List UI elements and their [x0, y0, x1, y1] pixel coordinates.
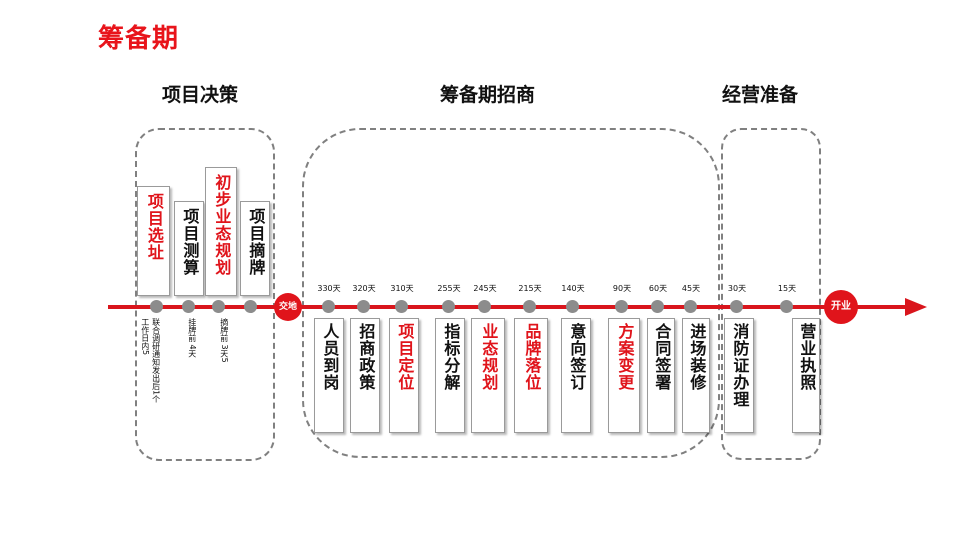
days-label: 320天 [352, 284, 376, 293]
timeline-dot [780, 300, 793, 313]
timeline-dot [442, 300, 455, 313]
decision-card: 项目摘牌 [240, 201, 270, 296]
days-label: 90天 [612, 284, 632, 293]
days-label: 245天 [473, 284, 497, 293]
phase-title-recruit: 筹备期招商 [440, 84, 536, 106]
timeline-dot [322, 300, 335, 313]
step-card-label: 意向签订 [567, 323, 587, 391]
days-label: 45天 [681, 284, 701, 293]
step-card-label: 品牌落位 [522, 323, 542, 391]
step-card: 业态规划 [471, 318, 505, 433]
step-card-label: 消防证办理 [730, 323, 750, 408]
step-card-label: 业态规划 [479, 323, 499, 391]
decision-card-label: 项目摘牌 [246, 208, 266, 276]
decision-group-outline [135, 128, 275, 461]
phase-title-decision: 项目决策 [162, 84, 239, 106]
decision-note: 摘牌前 3天5 [219, 318, 229, 363]
step-card-label: 人员到岗 [320, 323, 340, 391]
step-card: 招商政策 [350, 318, 380, 433]
days-label: 215天 [518, 284, 542, 293]
timeline-dot [182, 300, 195, 313]
timeline-dot [244, 300, 257, 313]
recruit-group-outline [302, 128, 720, 458]
decision-card: 项目选址 [137, 186, 170, 296]
timeline-dot [730, 300, 743, 313]
days-label: 255天 [437, 284, 461, 293]
step-card-label: 合同签署 [652, 323, 672, 391]
decision-note: 挂牌前 4天 [187, 318, 197, 358]
days-label: 15天 [777, 284, 797, 293]
step-card-label: 进场装修 [687, 323, 707, 391]
timeline-dot [651, 300, 664, 313]
decision-card: 项目测算 [174, 201, 204, 296]
days-label: 30天 [727, 284, 747, 293]
timeline-dot [523, 300, 536, 313]
days-label: 310天 [390, 284, 414, 293]
decision-card: 初步业态规划 [205, 167, 237, 296]
step-card: 指标分解 [435, 318, 465, 433]
decision-card-label: 项目选址 [144, 193, 164, 261]
phase-title-prepare: 经营准备 [722, 84, 799, 106]
step-card: 人员到岗 [314, 318, 344, 433]
step-card-label: 项目定位 [395, 323, 415, 391]
step-card: 合同签署 [647, 318, 675, 433]
handover-badge: 交地 [274, 293, 302, 321]
days-label: 140天 [561, 284, 585, 293]
timeline-dot [212, 300, 225, 313]
step-card-label: 招商政策 [356, 323, 376, 391]
decision-card-label: 项目测算 [180, 208, 200, 276]
timeline-dot [478, 300, 491, 313]
step-card-label: 方案变更 [615, 323, 635, 391]
opening-badge: 开业 [824, 290, 858, 324]
step-card-label: 营业执照 [797, 323, 817, 391]
timeline-dot [150, 300, 163, 313]
page-title: 筹备期 [98, 24, 180, 54]
decision-note: 联合调研通知发出后1个工作日内5 [140, 318, 161, 404]
step-card: 品牌落位 [514, 318, 548, 433]
timeline-dot [684, 300, 697, 313]
step-card: 意向签订 [561, 318, 591, 433]
timeline-arrowhead [905, 298, 927, 316]
prepare-group-outline [721, 128, 821, 460]
step-card: 方案变更 [608, 318, 640, 433]
timeline-dot [357, 300, 370, 313]
timeline-dot [566, 300, 579, 313]
step-card: 进场装修 [682, 318, 710, 433]
step-card-label: 指标分解 [441, 323, 461, 391]
timeline-dot [615, 300, 628, 313]
timeline-line [108, 305, 908, 309]
step-card: 消防证办理 [724, 318, 754, 433]
step-card: 项目定位 [389, 318, 419, 433]
decision-card-label: 初步业态规划 [212, 174, 232, 276]
step-card: 营业执照 [792, 318, 820, 433]
days-label: 60天 [648, 284, 668, 293]
timeline-dot [395, 300, 408, 313]
days-label: 330天 [317, 284, 341, 293]
